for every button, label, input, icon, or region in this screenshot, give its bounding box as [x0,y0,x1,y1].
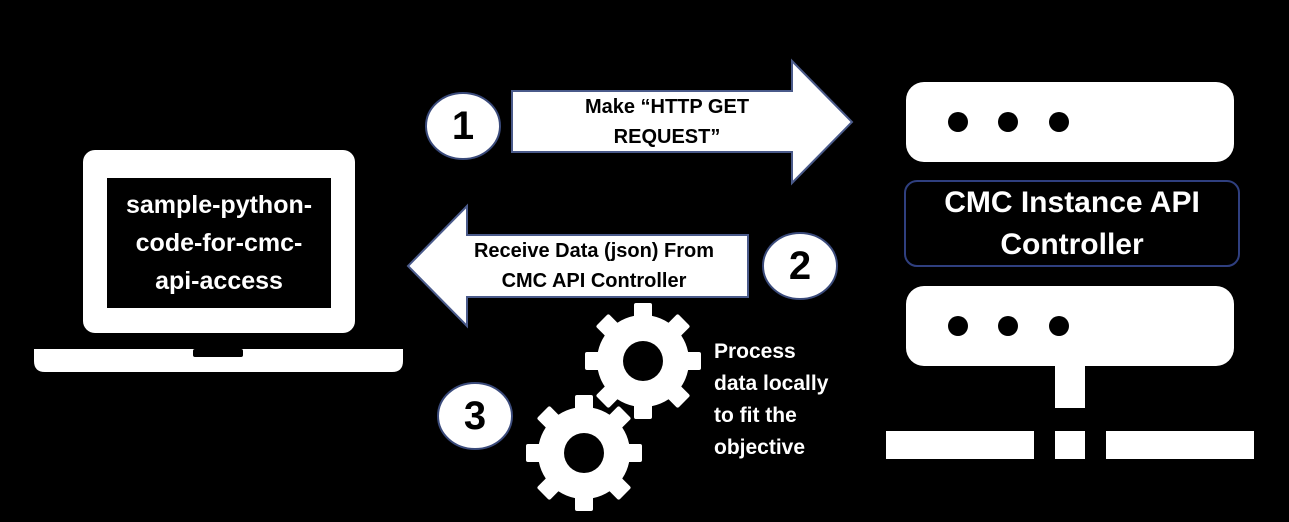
laptop-label-line: sample-python- [125,191,313,219]
request-arrow [511,58,854,186]
step-1-number: 1 [451,103,475,148]
gear-icon [585,303,701,419]
laptop-label-line: api-access [155,267,283,295]
server-unit-bottom [906,286,1234,366]
server-unit-top [906,82,1234,162]
server-icon [886,82,1254,459]
response-label-line: Receive Data (json) From [473,240,715,262]
step-2-circle [762,232,838,300]
step-3-number: 3 [463,393,487,438]
controller-label-line: CMC Instance API [944,185,1200,219]
step-1-circle [425,92,501,160]
response-label-line: CMC API Controller [501,270,687,292]
controller-box [904,180,1240,267]
step-2-number: 2 [788,243,812,288]
step-3-circle [437,382,513,450]
gear-icon [526,395,642,511]
process-label-line: data locally [714,372,829,395]
request-label-line: REQUEST” [613,125,721,148]
controller-label-line: Controller [1000,227,1144,261]
process-label: Process data locally to fit the objectiv… [714,336,884,464]
laptop-label-line: code-for-cmc- [135,229,303,257]
controller-label: CMC Instance API Controller [905,181,1239,266]
process-label-line: Process [714,340,796,363]
laptop-icon [34,150,403,372]
request-arrow-label: Make “HTTP GET REQUEST” [512,91,822,152]
request-label-line: Make “HTTP GET [584,95,750,118]
laptop-screen-label: sample-python- code-for-cmc- api-access [107,178,331,308]
response-arrow-label: Receive Data (json) From CMC API Control… [440,235,748,297]
process-label-line: objective [714,436,806,459]
response-arrow [406,203,749,329]
process-label-line: to fit the [714,404,797,427]
